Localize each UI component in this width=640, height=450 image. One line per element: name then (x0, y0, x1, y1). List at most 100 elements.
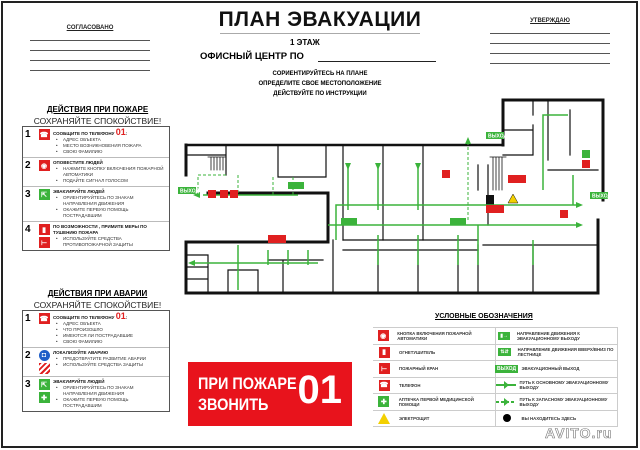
sign-line (490, 63, 610, 64)
legend-label: ПУТЬ К ЗАПАСНОМУ ЭВАКУАЦИОННОМУ ВЫХОДУ (519, 396, 608, 407)
step-item: ИМЕЮТСЯ ЛИ ПОСТРАДАВШИЕ (53, 333, 167, 339)
legend-item: ПУТЬ К ОСНОВНОМУ ЭВАКУАЦИОННОМУ ВЫХОДУ (495, 377, 618, 394)
step-number: 3 (25, 189, 31, 200)
hazard-stripes-icon (38, 363, 50, 374)
step-item: ЧТО ПРОИЗОШЛО (53, 327, 167, 333)
exit-sign-top: ВЫХОД (488, 134, 508, 140)
step-item: СВОЮ ФАМИЛИЮ (53, 149, 167, 155)
step-item: НАЖМИТЕ КНОПКУ ВКЛЮЧЕНИЯ ПОЖАРНОЙ АВТОМА… (53, 166, 167, 178)
step-item: ОКАЖИТЕ ПЕРВУЮ ПОМОЩЬ ПОСТРАДАВШИМ (53, 207, 167, 219)
you-are-here-icon (502, 414, 511, 423)
sign-line (490, 43, 610, 44)
step-item: МЕСТО ВОЗНИКНОВЕНИЯ ПОЖАРА (53, 143, 167, 149)
page-title: ПЛАН ЭВАКУАЦИИ (218, 8, 422, 31)
legend-item: ⇅⇵ НАПРАВЛЕНИЕ ДВИЖЕНИЯ ВВЕРХ/ВНИЗ ПО ЛЕС… (495, 344, 618, 361)
step-item: ОКАЖИТЕ ПЕРВУЮ ПОМОЩЬ ПОСТРАДАВШИМ (53, 397, 167, 409)
step-head: ЭВАКУИРУЙТЕ ЛЮДЕЙ (53, 379, 105, 384)
alarm-button-icon: ◉ (38, 160, 50, 171)
floor-label: 1 ЭТАЖ (290, 38, 320, 47)
fire-call-sign: ПРИ ПОЖАРЕ ЗВОНИТЬ 01 (188, 362, 352, 426)
first-aid-icon: ✚ (38, 392, 50, 403)
direction-arrow-sign-icon: ▮→ (498, 331, 511, 340)
alarm-button-icon: ◉ (377, 330, 389, 342)
orientation-line: ОПРЕДЕЛИТЕ СВОЕ МЕСТОПОЛОЖЕНИЕ (258, 81, 382, 87)
approval-right-title: УТВЕРЖДАЮ (530, 18, 570, 24)
legend-label: ЭВАКУАЦИОННЫЙ ВЫХОД (521, 366, 580, 372)
approval-left-title: СОГЛАСОВАНО (66, 25, 114, 31)
fire-step-2: 2 ◉ ОПОВЕСТИТЕ ЛЮДЕЙ НАЖМИТЕ КНОПКУ ВКЛЮ… (23, 158, 169, 187)
fire-actions-subtitle: СОХРАНЯЙТЕ СПОКОЙСТВИЕ! (33, 116, 162, 126)
step-head: СООБЩИТЕ ПО ТЕЛЕФОНУ (53, 131, 115, 136)
extinguisher-icon: ▮ (378, 346, 390, 358)
step-head: ПО ВОЗМОЖНОСТИ , ПРИМИТЕ МЕРЫ ПО ТУШЕНИЮ… (53, 224, 147, 235)
sign-line (30, 60, 150, 61)
fire-sign-number: 01 (297, 368, 343, 412)
legend-item: ☎ ТЕЛЕФОН (373, 377, 496, 394)
step-number: 1 (25, 129, 31, 140)
legend-label: КНОПКА ВКЛЮЧЕНИЯ ПОЖАРНОЙ АВТОМАТИКИ (397, 330, 472, 341)
step-head: ЛОКАЛИЗУЙТЕ АВАРИЮ (53, 350, 109, 355)
accident-step-3: 3 ⇱ ✚ ЭВАКУИРУЙТЕ ЛЮДЕЙ ОРИЕНТИРУЙТЕСЬ П… (23, 377, 169, 411)
phone-number: 01 (115, 311, 126, 321)
step-item: АДРЕС ОБЪЕКТА (53, 321, 167, 327)
exit-sign-left: ВЫХОД (180, 189, 200, 195)
fire-hose-icon: ⊢ (378, 363, 390, 375)
protective-mask-icon: ◘ (38, 350, 50, 361)
legend-label: НАПРАВЛЕНИЕ ДВИЖЕНИЯ ВВЕРХ/ВНИЗ ПО ЛЕСТН… (517, 347, 614, 358)
accident-step-2: 2 ◘ ЛОКАЛИЗУЙТЕ АВАРИЮ ПРЕДОТВРАТИТЕ РАЗ… (23, 348, 169, 377)
exit-person-icon: ⇱ (38, 379, 50, 390)
step-number: 2 (25, 160, 31, 171)
legend-label: ВЫ НАХОДИТЕСЬ ЗДЕСЬ (521, 415, 577, 421)
step-number: 4 (25, 224, 31, 235)
stairs-direction-icon: ⇅⇵ (498, 348, 511, 357)
legend-item: ЭЛЕКТРОЩИТ (373, 410, 496, 427)
title-underline (220, 33, 420, 34)
phone-icon: ☎ (38, 129, 50, 140)
phone-icon: ☎ (38, 313, 50, 324)
phone-icon: ☎ (378, 379, 390, 391)
legend-item: ▮→НАПРАВЛЕНИЕ ДВИЖЕНИЯ К ЭВАКУАЦИОННОМУ … (495, 328, 618, 345)
accident-steps: 1 ☎ СООБЩИТЕ ПО ТЕЛЕФОНУ 01: АДРЕС ОБЪЕК… (22, 310, 170, 412)
legend-label: АПТЕЧКА ПЕРВОЙ МЕДИЦИНСКОЙ ПОМОЩИ (398, 396, 474, 407)
legend-title: УСЛОВНЫЕ ОБОЗНАЧЕНИЯ (435, 313, 533, 320)
step-head: ЭВАКУИРУЙТЕ ЛЮДЕЙ (53, 189, 105, 194)
legend-label: ПУТЬ К ОСНОВНОМУ ЭВАКУАЦИОННОМУ ВЫХОДУ (519, 380, 609, 391)
fire-actions-title: ДЕЙСТВИЯ ПРИ ПОЖАРЕ (46, 105, 149, 114)
legend: ◉ КНОПКА ВКЛЮЧЕНИЯ ПОЖАРНОЙ АВТОМАТИКИ ▮→… (373, 327, 618, 427)
sign-line (490, 33, 610, 34)
legend-item: ✚ АПТЕЧКА ПЕРВОЙ МЕДИЦИНСКОЙ ПОМОЩИ (373, 394, 496, 411)
legend-item: ПУТЬ К ЗАПАСНОМУ ЭВАКУАЦИОННОМУ ВЫХОДУ (495, 394, 618, 411)
exit-sign-icon: ВЫХОД (494, 364, 519, 373)
orientation-line: ДЕЙСТВУЙТЕ ПО ИНСТРУКЦИИ (273, 91, 367, 97)
step-number: 3 (25, 379, 31, 390)
first-aid-icon: ✚ (378, 396, 390, 408)
fire-sign-line1: ПРИ ПОЖАРЕ (198, 374, 297, 393)
exit-sign-right: ВЫХОД (592, 194, 612, 200)
accident-actions-subtitle: СОХРАНЯЙТЕ СПОКОЙСТВИЕ! (33, 300, 162, 310)
step-item: ПРЕДОТВРАТИТЕ РАЗВИТИЕ АВАРИИ (53, 356, 167, 362)
accident-step-1: 1 ☎ СООБЩИТЕ ПО ТЕЛЕФОНУ 01: АДРЕС ОБЪЕК… (23, 311, 169, 348)
legend-item: ⊢ПОЖАРНЫЙ КРАН (373, 361, 496, 378)
step-number: 2 (25, 350, 31, 361)
sign-line (30, 50, 150, 51)
extinguisher-icon: ▮ (38, 224, 50, 235)
legend-item: ВЫ НАХОДИТЕСЬ ЗДЕСЬ (495, 410, 618, 427)
office-label: ОФИСНЫЙ ЦЕНТР ПО (200, 51, 304, 62)
legend-label: ТЕЛЕФОН (399, 382, 421, 388)
legend-item: ▮ ОГНЕТУШИТЕЛЬ (373, 344, 496, 361)
step-head: ОПОВЕСТИТЕ ЛЮДЕЙ (53, 160, 103, 165)
legend-label: ОГНЕТУШИТЕЛЬ (399, 349, 436, 355)
watermark: AVITO.ru (545, 425, 613, 442)
fire-hose-icon: ⊢ (38, 237, 50, 248)
step-item: ИСПОЛЬЗУЙТЕ СРЕДСТВА ЗАЩИТЫ (53, 362, 167, 368)
electrical-panel-icon (378, 412, 390, 424)
step-number: 1 (25, 313, 31, 324)
step-item: СВОЮ ФАМИЛИЮ (53, 339, 167, 345)
floor-plan: ВЫХОД ВЫХОД ВЫХОД (178, 98, 612, 295)
fire-steps: 1 ☎ СООБЩИТЕ ПО ТЕЛЕФОНУ 01: АДРЕС ОБЪЕК… (22, 126, 170, 251)
step-item: АДРЕС ОБЪЕКТА (53, 137, 167, 143)
sign-line (30, 70, 150, 71)
legend-label: ЭЛЕКТРОЩИТ (399, 415, 430, 421)
